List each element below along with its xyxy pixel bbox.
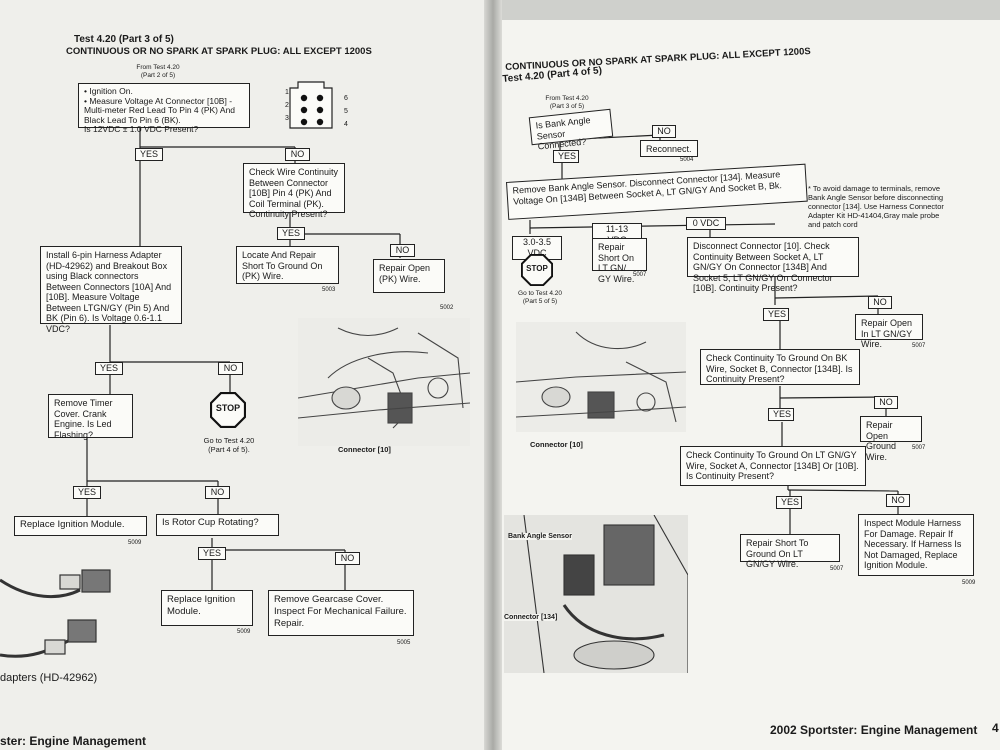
code-5004: 5004	[680, 157, 694, 163]
yes-label: YES	[763, 308, 789, 321]
stop-sign-icon	[210, 392, 246, 428]
step-disconnect-connector-10: Disconnect Connector [10]. Check Continu…	[687, 237, 859, 293]
no-label: NO	[218, 362, 243, 375]
yes-label: YES	[277, 227, 305, 240]
right-from-note: From Test 4.20 (Part 3 of 5)	[545, 95, 589, 110]
bank-angle-sensor-label: Bank Angle Sensor	[508, 533, 572, 540]
bank-angle-sensor-photo	[504, 515, 688, 673]
adapters-caption: dapters (HD-42962)	[0, 672, 98, 684]
no-label: NO	[868, 296, 892, 309]
pin-label-5: 5	[344, 108, 348, 115]
code-5007: 5007	[912, 343, 926, 349]
no-label: NO	[335, 552, 360, 565]
pin-label-3: 3	[285, 115, 289, 122]
left-footer: ster: Engine Management	[0, 734, 147, 748]
repair-open-pk: Repair Open (PK) Wire.	[373, 259, 445, 293]
engine-drawing	[298, 327, 470, 429]
code-5007: 5007	[633, 272, 647, 278]
stop-sign-text: STOP	[526, 264, 548, 273]
connector-10-label: Connector [10]	[338, 445, 391, 454]
step-install-harness-adapter: Install 6-pin Harness Adapter (HD-42962)…	[40, 246, 182, 334]
repair-short-lt-gn-gy: Repair Short On LT GN/ GY Wire.	[592, 238, 647, 284]
yes-label: YES	[776, 496, 802, 509]
right-footer: 2002 Sportster: Engine Management	[770, 723, 978, 737]
pin-label-4: 4	[344, 121, 348, 128]
code-5009: 5009	[237, 629, 251, 635]
no-label: NO	[652, 125, 676, 138]
left-from-note: From Test 4.20 (Part 2 of 5)	[136, 64, 180, 79]
code-5009: 5009	[962, 580, 976, 586]
terminal-damage-note: * To avoid damage to terminals, remove B…	[808, 184, 944, 229]
page-number: 4	[992, 721, 999, 735]
code-5007: 5007	[830, 566, 844, 572]
step-check-bk-ground: Check Continuity To Ground On BK Wire, S…	[700, 349, 860, 385]
step-check-lt-gn-gy-ground: Check Continuity To Ground On LT GN/GY W…	[680, 446, 866, 486]
yes-label: YES	[768, 408, 794, 421]
code-5007: 5007	[912, 445, 926, 451]
no-label: NO	[874, 396, 898, 409]
yes-label: YES	[198, 547, 226, 560]
code-5009: 5009	[128, 540, 142, 546]
step-remove-timer-cover: Remove Timer Cover. Crank Engine. Is Led…	[48, 394, 133, 440]
no-label: NO	[205, 486, 230, 499]
connector-pin-diagram	[289, 81, 333, 129]
left-test-subtitle: CONTINUOUS OR NO SPARK AT SPARK PLUG: AL…	[66, 46, 372, 57]
code-5003: 5003	[322, 287, 336, 293]
no-label: NO	[285, 148, 310, 161]
step-ignition-on: • Ignition On. • Measure Voltage At Conn…	[78, 83, 250, 134]
no-label: NO	[390, 244, 415, 257]
engine-photo-right	[516, 322, 686, 432]
repair-short-pk: Locate And Repair Short To Ground On (PK…	[236, 246, 339, 284]
yes-label: YES	[73, 486, 101, 499]
voltage-0: 0 VDC	[686, 217, 726, 230]
yes-label: YES	[553, 150, 579, 163]
engine-photo-left	[298, 318, 470, 446]
replace-ignition-module-2: Replace Ignition Module.	[161, 590, 253, 626]
goto-part5-note: Go to Test 4.20 (Part 5 of 5)	[518, 290, 562, 305]
engine-drawing	[516, 331, 686, 423]
connector-10-label: Connector [10]	[530, 440, 583, 449]
yes-label: YES	[135, 148, 163, 161]
no-label: NO	[886, 494, 910, 507]
connector-134-label: Connector [134]	[504, 614, 558, 621]
question-rotor-cup: Is Rotor Cup Rotating?	[156, 514, 279, 536]
step-check-wire-continuity: Check Wire Continuity Between Connector …	[243, 163, 345, 219]
left-test-title: Test 4.20 (Part 3 of 5)	[74, 34, 174, 45]
pin-label-6: 6	[344, 95, 348, 102]
repair-open-ground-wire: Repair Open Ground Wire.	[860, 416, 922, 462]
pin-label-1: 1	[285, 89, 289, 96]
stop-sign-text: STOP	[215, 403, 241, 413]
code-5002: 5002	[440, 305, 454, 311]
code-5005: 5005	[397, 640, 411, 646]
remove-gearcase-cover: Remove Gearcase Cover. Inspect For Mecha…	[268, 590, 414, 636]
repair-open-lt-gn-gy: Repair Open In LT GN/GY Wire.	[855, 314, 923, 349]
yes-label: YES	[95, 362, 123, 375]
bank-angle-drawing	[523, 515, 688, 673]
stop-sign-icon	[521, 254, 553, 286]
book-gutter	[484, 0, 502, 750]
inspect-module-harness: Inspect Module Harness For Damage. Repai…	[858, 514, 974, 576]
reconnect-box: Reconnect.	[640, 140, 698, 157]
repair-short-to-ground: Repair Short To Ground On LT GN/GY Wire.	[740, 534, 840, 569]
replace-ignition-module: Replace Ignition Module.	[14, 516, 147, 536]
harness-adapter-drawing	[0, 569, 111, 658]
goto-part4-note: Go to Test 4.20 (Part 4 of 5).	[203, 436, 255, 454]
pin-label-2: 2	[285, 102, 289, 109]
